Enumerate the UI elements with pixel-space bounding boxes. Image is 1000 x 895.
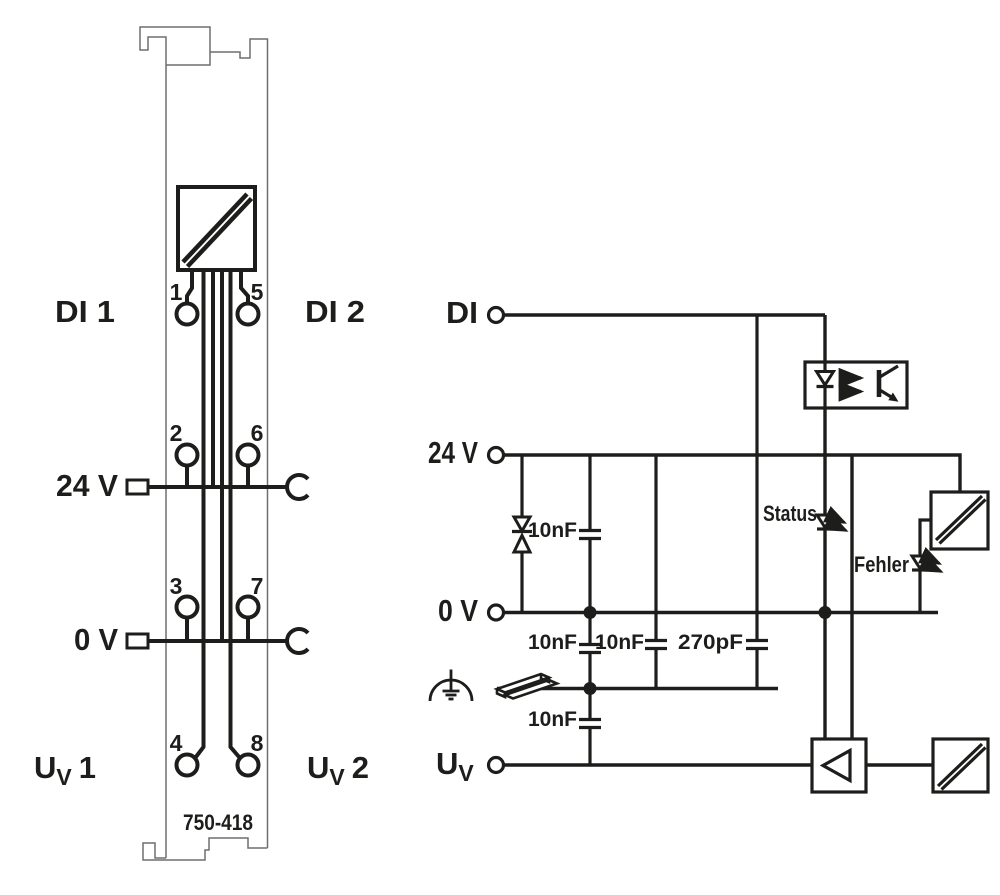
terminal-4: [174, 752, 200, 778]
label-status-led: Status: [763, 501, 817, 526]
terminal-7: [235, 594, 261, 620]
module-wiring: [125, 270, 310, 778]
tvs-diode-icon: [511, 455, 533, 613]
power-converter-icon: [810, 737, 868, 794]
system-electronics-box-2-icon: [931, 737, 990, 794]
bus-wire-uv1: [193, 270, 206, 759]
label-cap-0v-earth-2: 10nF: [595, 631, 644, 654]
schematic-wiring: [486, 305, 962, 775]
label-cap-0v-earth-1: 10nF: [528, 631, 577, 654]
di-terminal: [486, 305, 506, 325]
label-port-0v: 0 V: [438, 593, 478, 628]
status-led-icon: [814, 506, 849, 532]
capacitor-di-earth: [746, 315, 768, 689]
terminal-number-5: 5: [251, 279, 264, 305]
terminal-number-4: 4: [170, 730, 183, 756]
junction-dot: [583, 606, 597, 619]
terminal-5: [235, 301, 261, 327]
terminal-number-1: 1: [170, 279, 183, 305]
label-port-uv: UV: [436, 746, 474, 786]
fehler-led-wire: [918, 518, 932, 556]
part-number: 750-418: [183, 810, 253, 835]
label-fehler-led: Fehler: [854, 552, 909, 577]
capacitor-24v-0v: [579, 455, 601, 613]
uv-terminal: [486, 755, 506, 775]
label-module-0v: 0 V: [74, 622, 118, 657]
terminal-number-6: 6: [251, 420, 264, 446]
left-jumper-contact-0v-icon: [125, 632, 150, 650]
bus-wire-di2: [239, 270, 250, 303]
fehler-led-icon: [909, 547, 944, 573]
right-jumper-contact-24v-icon: [285, 473, 310, 501]
terminal-3: [174, 594, 200, 620]
junction-dot: [818, 606, 832, 619]
functional-earth-icon: [428, 669, 474, 702]
label-di1: DI 1: [55, 294, 115, 329]
system-electronics-box-icon: [929, 490, 990, 551]
label-port-di: DI: [446, 295, 478, 330]
24v-line: [503, 453, 962, 492]
label-cap-earth-uv: 10nF: [528, 708, 577, 731]
capacitor-0v-earth-2: [645, 455, 667, 689]
terminal-6: [235, 442, 261, 468]
capacitor-earth-uv: [579, 688, 601, 765]
label-di2: DI 2: [305, 294, 365, 329]
terminal-2: [174, 442, 200, 468]
module-outline: [139, 26, 269, 861]
24v-terminal: [486, 445, 506, 465]
junction-dot: [583, 682, 597, 695]
left-jumper-contact-24v-icon: [125, 478, 150, 496]
label-cap-di-earth: 270pF: [678, 631, 743, 654]
terminal-number-3: 3: [170, 573, 183, 599]
0v-terminal: [486, 603, 506, 622]
optocoupler-icon: [803, 360, 909, 410]
terminal-number-8: 8: [251, 730, 264, 756]
terminal-number-2: 2: [170, 420, 183, 446]
bus-wire-di1: [185, 270, 194, 303]
bus-wire-uv2: [228, 270, 242, 759]
label-port-24v: 24 V: [428, 435, 478, 470]
right-jumper-contact-0v-icon: [285, 627, 310, 655]
terminal-8: [235, 752, 261, 778]
label-cap-24v-0v: 10nF: [528, 519, 577, 542]
electronics-box-icon: [176, 185, 257, 272]
din-rail-icon: [493, 672, 561, 700]
terminal-number-7: 7: [251, 573, 264, 599]
terminal-1: [174, 301, 200, 327]
label-module-24v: 24 V: [56, 468, 118, 503]
